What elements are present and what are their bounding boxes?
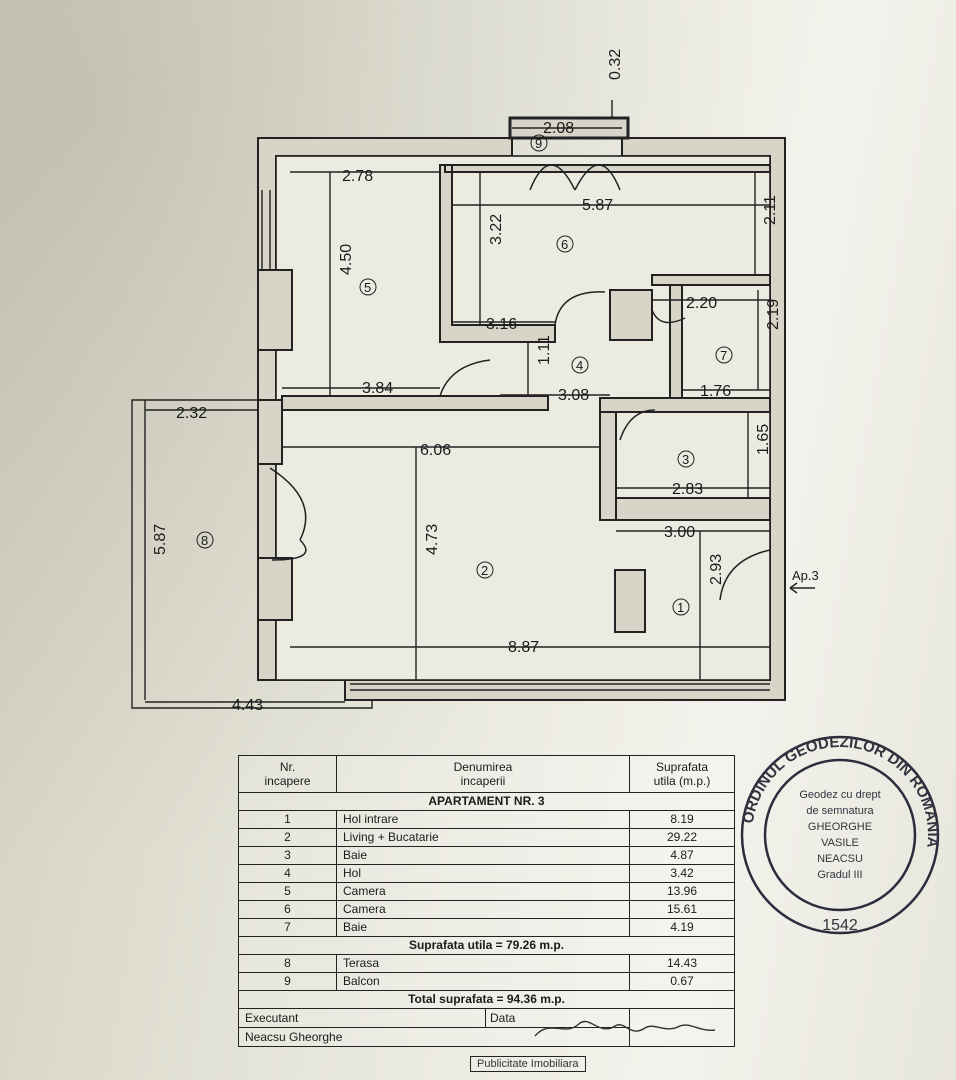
svg-text:4: 4 [576,358,583,373]
dim-balcony-depth: 0.32 [607,49,624,80]
stamp-line: VASILE [821,837,859,849]
dim-room6-height: 3.22 [488,214,505,245]
stamp-number: 1542 [822,917,858,934]
dim-hol-height: 1.11 [536,335,553,365]
dim-room6-bottom: 3.16 [486,316,517,333]
room-number-5: 5 [359,278,377,296]
dim-room6-width: 5.87 [582,197,613,214]
date-label: Data [485,1009,515,1027]
dim-terrace-height: 5.87 [152,524,169,555]
dim-hall-width: 3.00 [664,524,695,541]
svg-text:8: 8 [201,533,208,548]
executant-label: Executant [245,1011,299,1025]
svg-text:2: 2 [481,563,488,578]
dim-room3-height: 1.65 [755,424,772,455]
bottom-stamp-partial: Publicitate Imobiliara [470,1056,586,1072]
dim-living-width: 6.06 [420,442,451,459]
usable-total: Suprafata utila = 79.26 m.p. [238,936,735,955]
room-number-6: 6 [556,235,574,253]
stamp-line: GHEORGHE [808,821,872,833]
svg-text:6: 6 [561,237,568,252]
dim-room5-height: 4.50 [338,244,355,275]
dim-room7-height: 2.19 [765,299,782,330]
svg-text:5: 5 [364,280,371,295]
dim-room7-width: 1.76 [700,383,731,400]
dim-living-height: 4.73 [424,524,441,555]
area-table: Nr. incapere Denumirea incaperii Suprafa… [238,755,735,1047]
header-nr: Nr. incapere [238,755,337,793]
room-number-2: 2 [476,561,494,579]
room-number-3: 3 [677,450,695,468]
room-number-4: 4 [571,356,589,374]
apartment-title: APARTAMENT NR. 3 [238,792,735,811]
stamp-line: de semnatura [806,805,874,817]
grand-total: Total suprafata = 94.36 m.p. [238,990,735,1009]
dim-room6-side: 2.11 [762,195,779,225]
dim-room3-width: 2.83 [672,481,703,498]
interior-floor [275,155,771,681]
room-number-9: 9 [530,134,548,152]
floor-plan: 0.32 2.08 2.78 5.87 2.11 3.22 4.50 3.16 … [131,49,819,714]
dim-room7-top: 2.20 [686,295,717,312]
stamp-line: Geodez cu drept [799,789,880,801]
signature [534,1020,716,1037]
entrance-label: Ap.3 [792,568,819,583]
room-number-1: 1 [672,598,690,616]
official-stamp: ORDINUL GEODEZILOR DIN ROMANIA Geodez cu… [740,734,941,935]
dim-hol-width: 3.08 [558,387,589,404]
svg-text:3: 3 [682,452,689,467]
dim-terrace-width: 2.32 [176,405,207,422]
dim-total-width: 8.87 [508,639,539,656]
terrace-outline [131,399,373,709]
dim-room5-bottom: 3.84 [362,380,393,397]
svg-text:1: 1 [677,600,684,615]
dim-hall-height: 2.93 [708,554,725,585]
dim-room5-width: 2.78 [342,168,373,185]
kitchen-unit [614,569,646,633]
room-number-8: 8 [196,531,214,549]
room-number-7: 7 [715,346,733,364]
header-name: Denumirea incaperii [336,755,630,793]
svg-text:9: 9 [535,136,542,151]
executant-name: Neacsu Gheorghe [238,1027,630,1047]
svg-text:7: 7 [720,348,727,363]
header-area: Suprafata utila (m.p.) [629,755,735,793]
dim-balcony-width: 2.08 [543,120,574,137]
dim-terrace-bottom: 4.43 [232,697,263,714]
stamp-line: NEACSU [817,853,863,865]
stamp-line: Gradul III [817,869,862,881]
